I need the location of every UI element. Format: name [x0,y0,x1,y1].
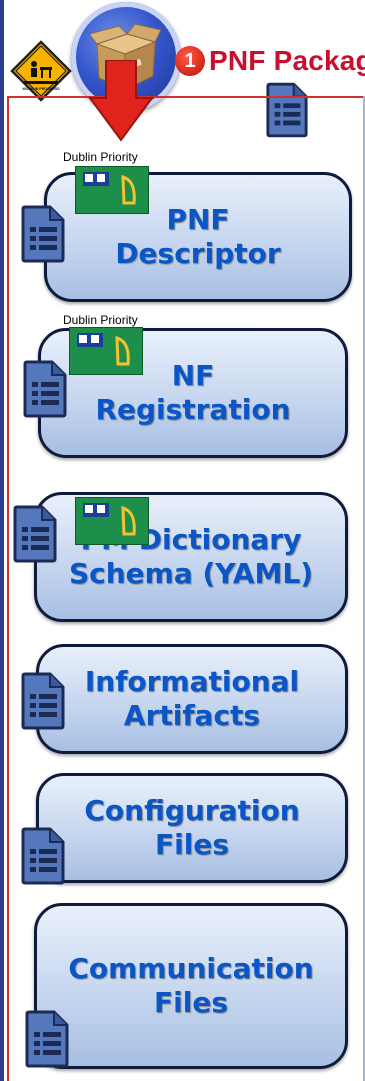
configuration-files-card[interactable]: Configuration Files [36,773,348,883]
down-arrow-icon [88,60,154,142]
card-label-line2: Files [155,828,229,861]
document-icon [20,672,66,730]
card-label-line2: Schema (YAML) [68,557,314,590]
document-icon [20,827,66,885]
card-label-line2: Files [154,986,228,1019]
step-number-badge: 1 [175,46,205,76]
card-label-line1: Configuration [84,794,300,828]
document-icon [24,1010,70,1068]
card-label-line2: Registration [95,393,291,426]
communication-files-card[interactable]: Communication Files [34,903,348,1069]
pm-dictionary-card[interactable]: PM Dictionary Schema (YAML) [34,492,348,622]
document-icon [20,205,66,263]
informational-artifacts-card[interactable]: Informational Artifacts [36,644,348,754]
title-text: PNF Package [209,45,365,76]
card-label-line1: PNF [166,203,230,237]
frame-right-edge [363,96,365,1081]
card-label-line2: Descriptor [115,237,281,270]
document-icon [22,360,68,418]
dublin-flag-icon [75,497,149,545]
dublin-flag-icon [75,166,149,214]
priority-label: Dublin Priority [63,313,138,327]
card-label-line2: Artifacts [123,699,261,732]
package-frame [7,96,365,1081]
document-icon [12,505,58,563]
priority-label: Dublin Priority [63,150,138,164]
card-label-line1: NF [171,359,215,393]
warning-sign-icon: WORK IN PROGRESS [10,40,72,102]
card-label-line1: Communication [68,952,314,986]
dublin-flag-icon [69,327,143,375]
warning-sign-text: WORK IN PROGRESS [22,87,60,91]
card-label-line1: Informational [84,665,300,699]
left-edge-bar [0,0,4,1081]
